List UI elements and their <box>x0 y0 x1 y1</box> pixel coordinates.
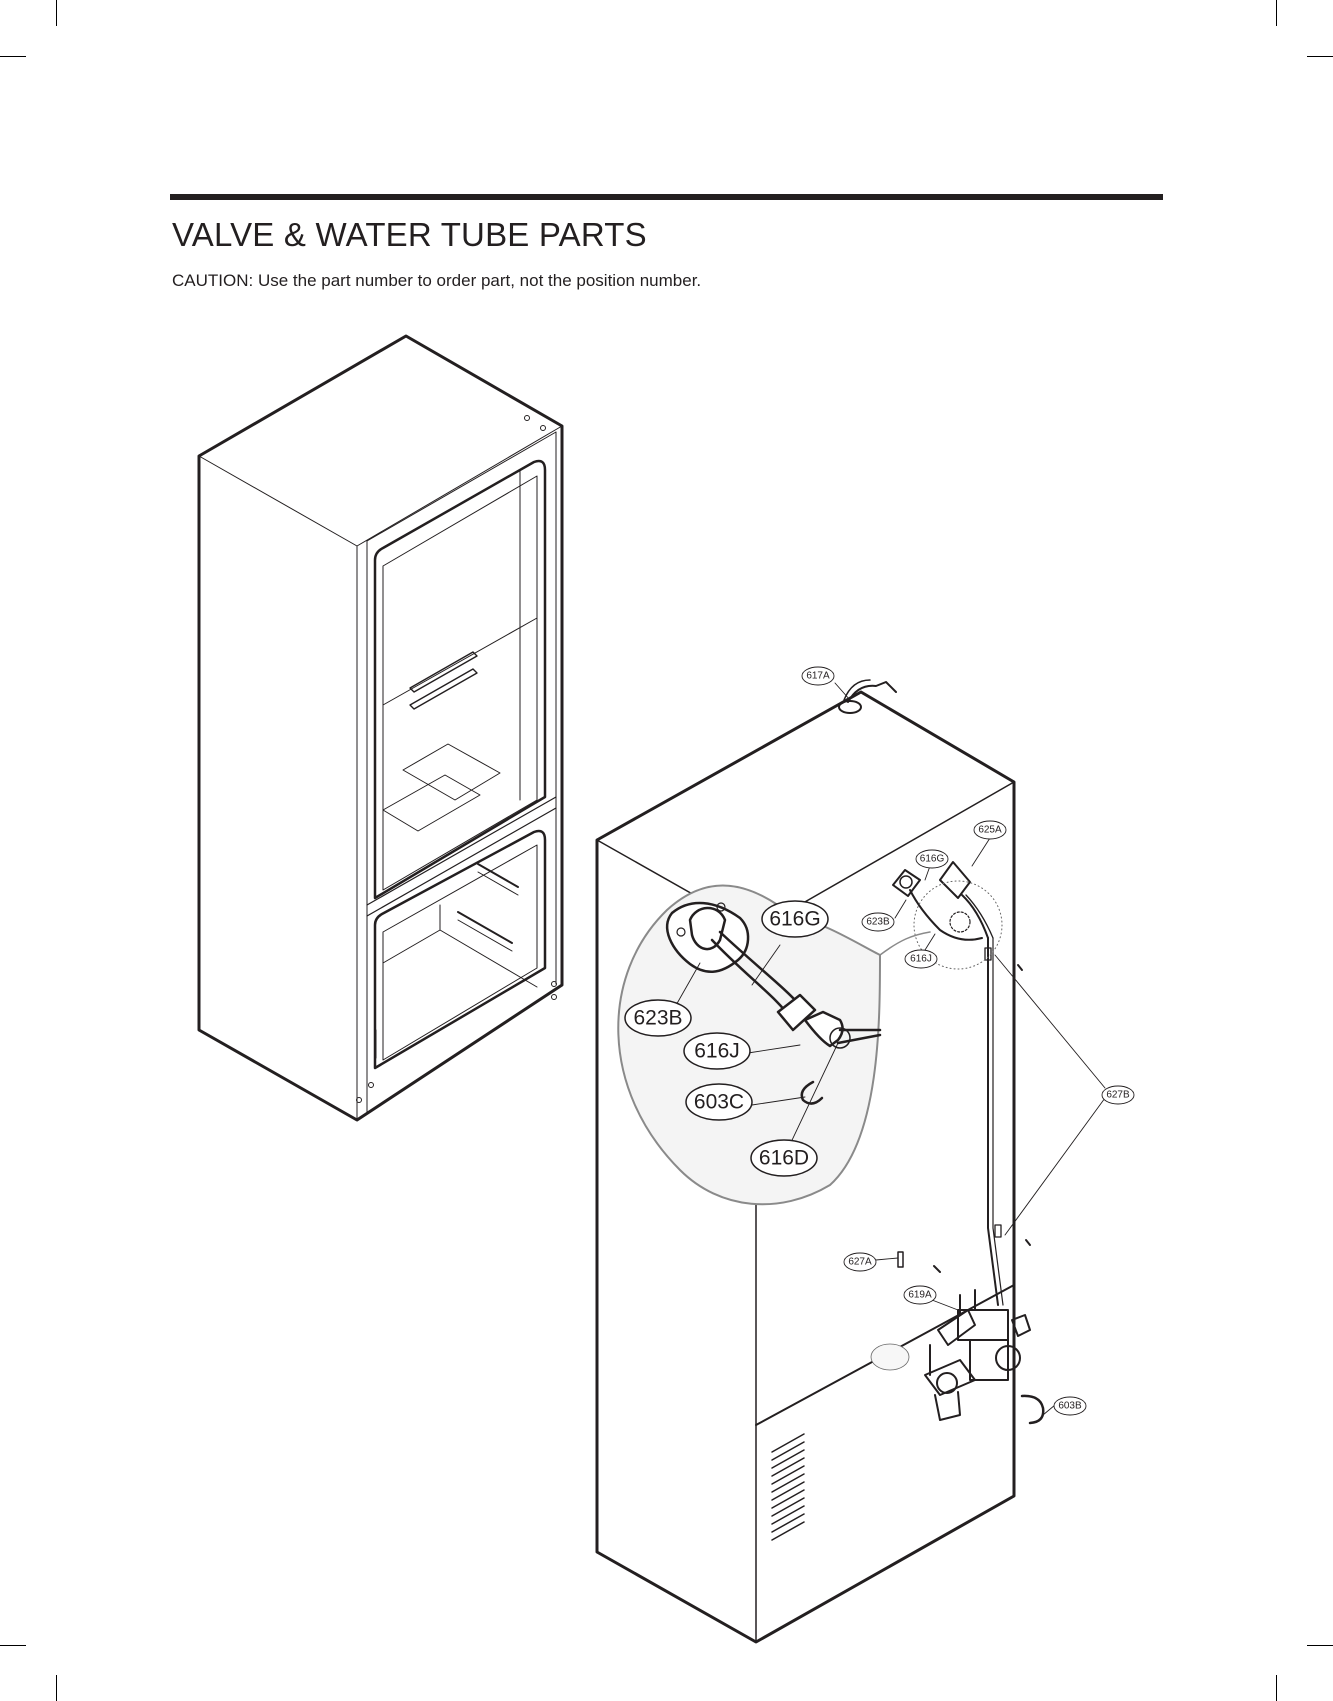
front-cabinet <box>197 334 564 1122</box>
crop-mark-bottom-right-v <box>1276 1675 1277 1701</box>
detail-magnifier <box>617 884 931 1206</box>
callout-617A: 617A <box>806 671 830 682</box>
crop-mark-top-right-v <box>1276 0 1277 26</box>
callout-623B: 623B <box>866 917 890 928</box>
leader-lines <box>674 682 1106 1416</box>
crop-mark-bottom-left-h <box>0 1645 26 1646</box>
callout-627A: 627A <box>848 1257 872 1268</box>
page-title: VALVE & WATER TUBE PARTS <box>172 216 647 253</box>
detail-callout-bubbles <box>624 900 829 1177</box>
crop-mark-top-left-v <box>56 0 57 26</box>
detail-callout-616G: 616G <box>769 908 820 931</box>
caution-note: CAUTION: Use the part number to order pa… <box>172 271 702 290</box>
callout-627B: 627B <box>1106 1090 1130 1101</box>
detail-callout-616J: 616J <box>694 1040 740 1063</box>
callout-603B: 603B <box>1058 1401 1082 1412</box>
callout-616G: 616G <box>920 854 945 865</box>
detail-callout-623B: 623B <box>633 1007 682 1030</box>
title-rule <box>170 194 1163 200</box>
detail-callout-603C: 603C <box>694 1091 744 1114</box>
detail-callout-616D: 616D <box>759 1147 809 1170</box>
callout-619A: 619A <box>908 1290 932 1301</box>
crop-mark-top-right-h <box>1307 56 1333 57</box>
crop-mark-top-left-h <box>0 56 26 57</box>
crop-mark-bottom-left-v <box>56 1675 57 1701</box>
small-callout-bubbles <box>801 666 1135 1416</box>
callout-616J: 616J <box>910 954 932 965</box>
callout-625A: 625A <box>978 825 1002 836</box>
crop-mark-bottom-right-h <box>1307 1645 1333 1646</box>
